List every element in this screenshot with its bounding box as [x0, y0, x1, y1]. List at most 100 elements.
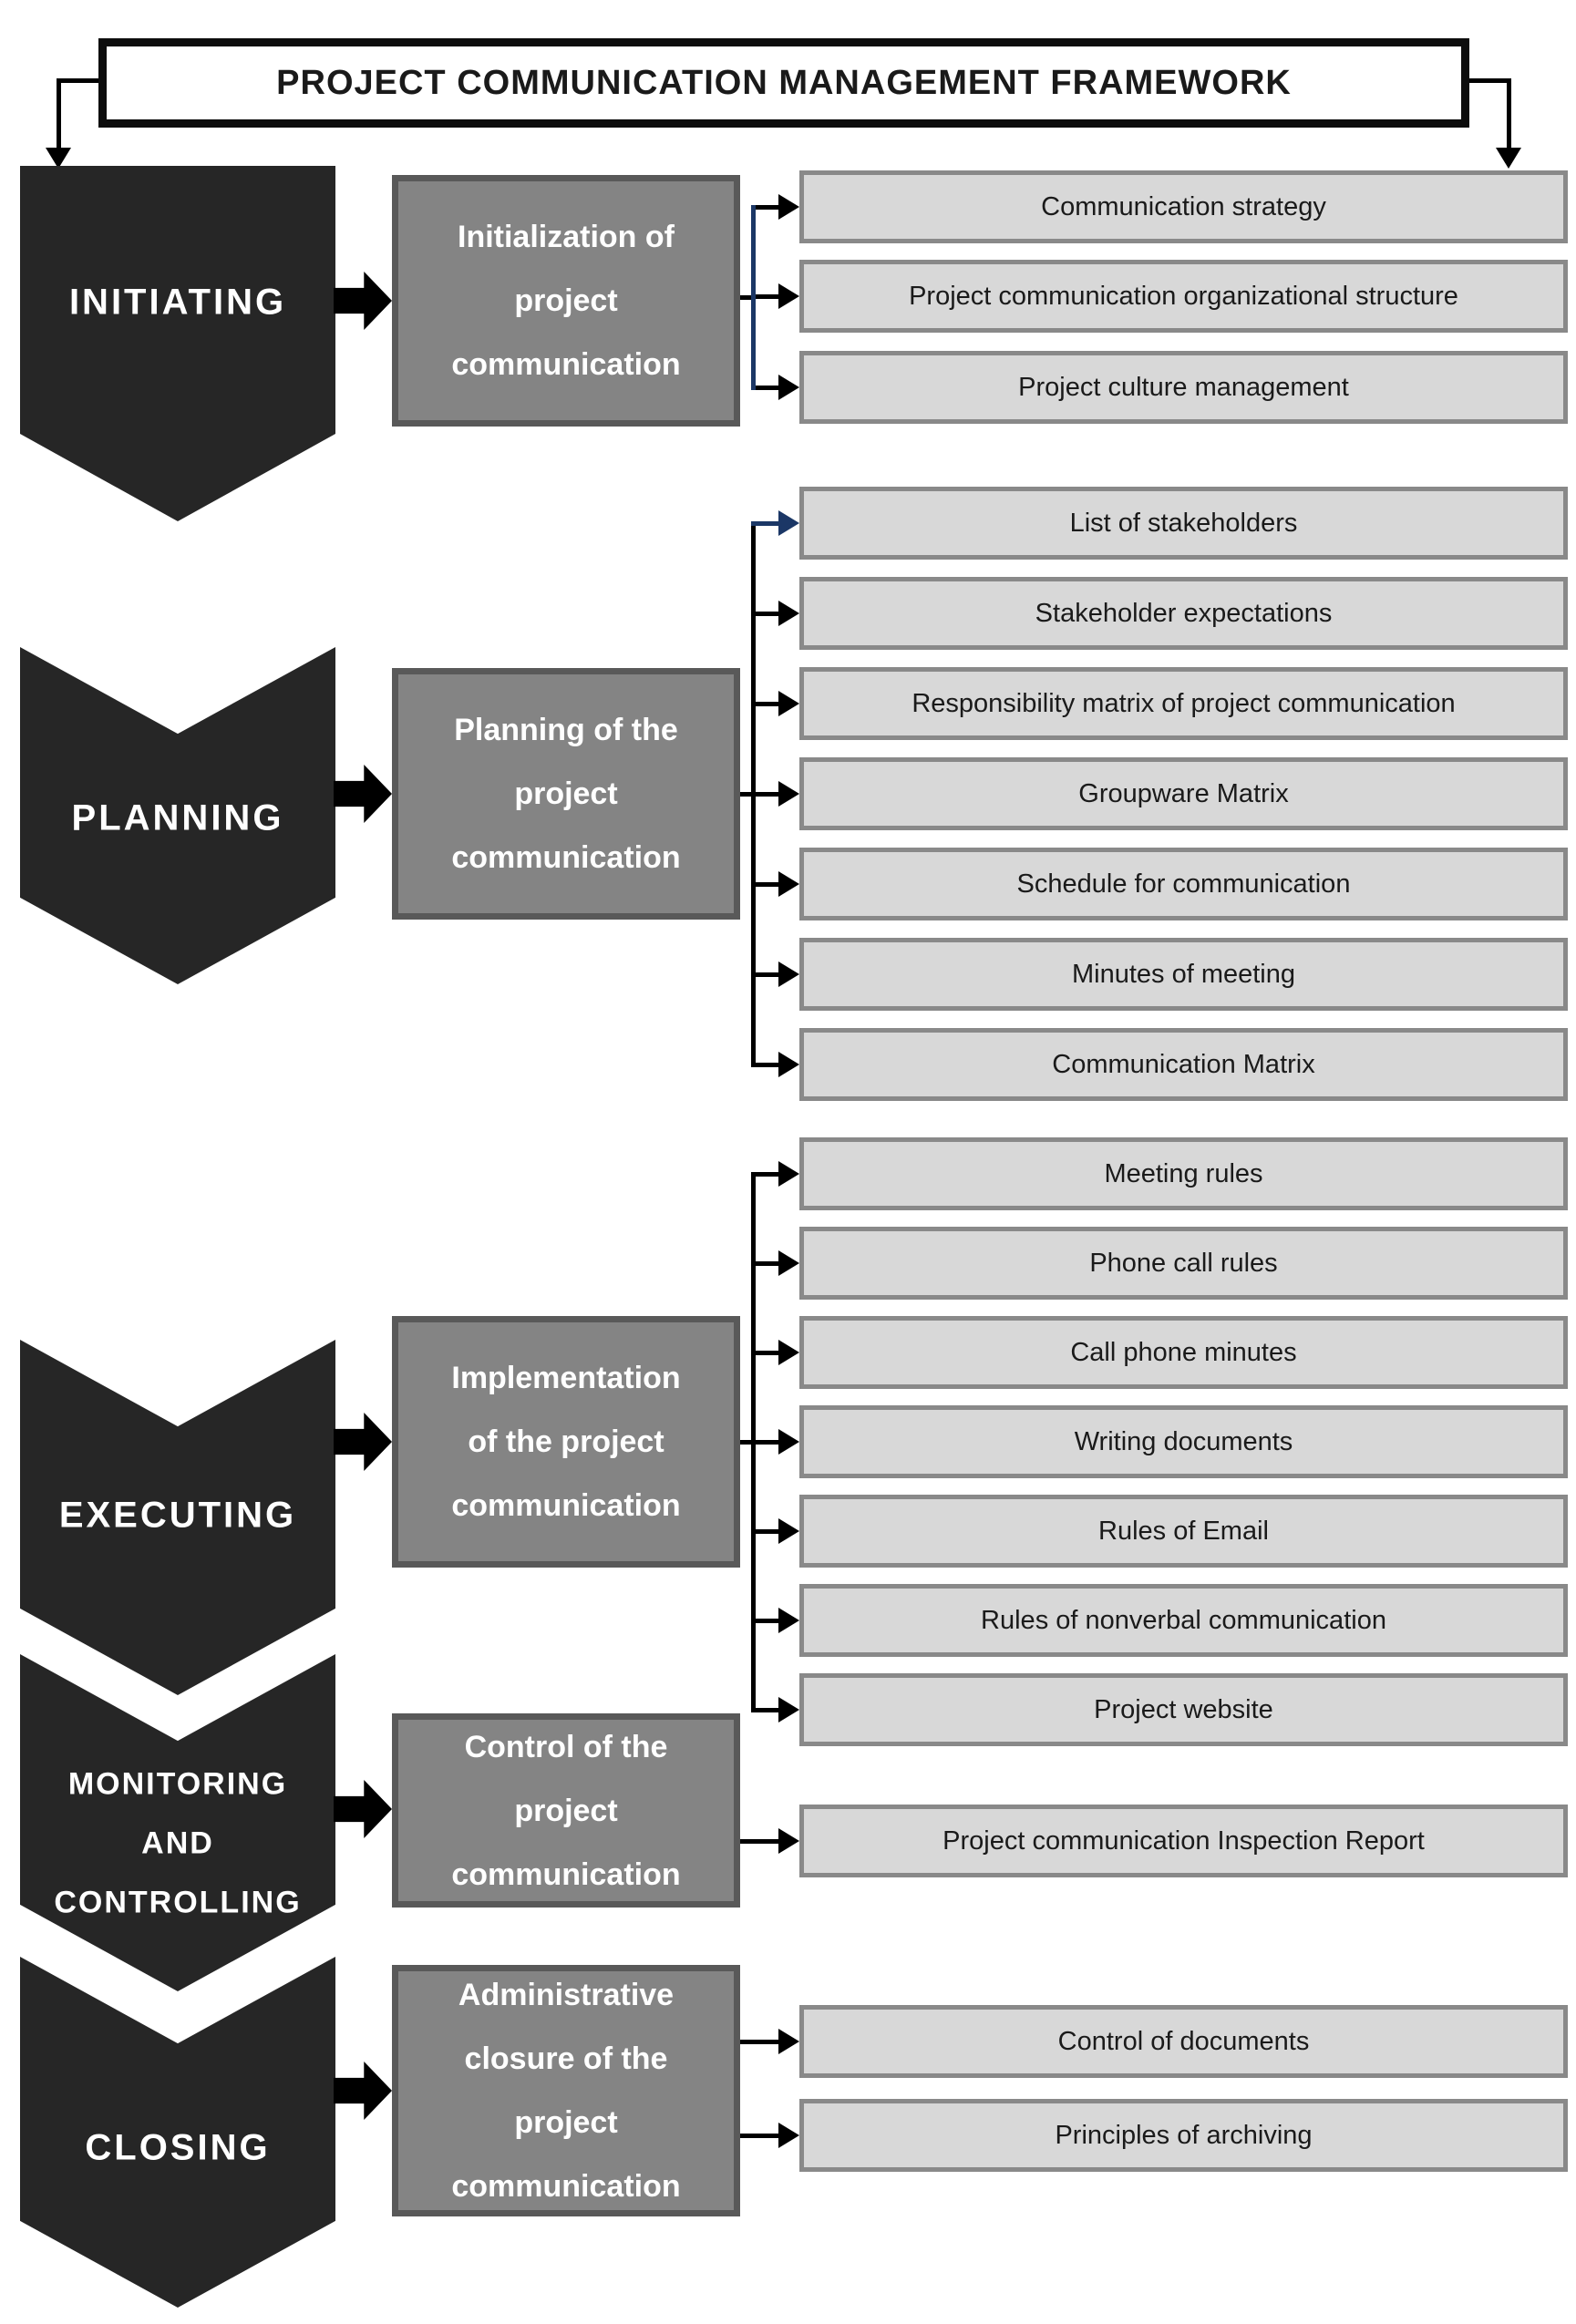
output-box-initiating-1: Project communication organizational str… [799, 260, 1568, 333]
arrow-down-icon [46, 148, 71, 169]
output-label: Minutes of meeting [1071, 959, 1295, 989]
output-label: Phone call rules [1089, 1248, 1278, 1278]
branch-line [751, 1261, 780, 1266]
arrow-right-icon [778, 961, 799, 987]
title-left-connector-vertical [57, 78, 61, 149]
branch-line [740, 2040, 780, 2044]
arrow-right-icon [778, 194, 799, 220]
branch-line [751, 1440, 780, 1445]
arrow-right-icon [778, 1608, 799, 1633]
output-label: Project website [1094, 1694, 1273, 1724]
arrow-right-icon [778, 1518, 799, 1544]
process-box-executing: Implementation of the project communicat… [392, 1316, 740, 1568]
output-label: Control of documents [1057, 2026, 1310, 2056]
output-label: Communication strategy [1041, 191, 1326, 221]
branch-line [751, 702, 780, 706]
branch-line [751, 1351, 780, 1355]
arrow-right-icon [778, 871, 799, 897]
arrow-right-icon [778, 510, 799, 536]
arrow-right-icon [778, 781, 799, 807]
arrow-right-icon [778, 1161, 799, 1187]
output-box-closing-1: Principles of archiving [799, 2099, 1568, 2172]
output-label: Schedule for communication [1016, 869, 1351, 899]
chevron-planning: PLANNING [20, 647, 335, 984]
arrow-right-icon [334, 2062, 392, 2120]
arrow-right-icon [778, 1697, 799, 1722]
phase-label-closing: CLOSING [85, 2127, 271, 2168]
arrow-right-icon [778, 1052, 799, 1077]
process-output-line [740, 295, 756, 300]
output-label: Meeting rules [1104, 1158, 1263, 1188]
branch-line [751, 386, 780, 390]
chevron-closing: CLOSING [20, 1957, 335, 2308]
process-box-planning: Planning of the project communication [392, 668, 740, 920]
output-box-planning-0: List of stakeholders [799, 487, 1568, 560]
phase-label-planning: PLANNING [71, 797, 284, 838]
arrow-right-icon [334, 1780, 392, 1838]
output-label: List of stakeholders [1069, 508, 1298, 538]
arrow-right-icon [334, 1413, 392, 1471]
output-box-initiating-2: Project culture management [799, 351, 1568, 424]
process-label-planning: Planning of the project communication [451, 713, 681, 875]
title-box: PROJECT COMMUNICATION MANAGEMENT FRAMEWO… [98, 38, 1469, 128]
arrow-right-icon [778, 2123, 799, 2148]
branch-line [751, 1063, 780, 1067]
output-box-planning-3: Groupware Matrix [799, 757, 1568, 830]
output-label: Principles of archiving [1055, 2120, 1313, 2150]
branch-line [740, 1839, 780, 1844]
process-box-closing: Administrative closure of the project co… [392, 1965, 740, 2216]
arrow-right-icon [778, 1828, 799, 1854]
arrow-down-icon [1496, 148, 1521, 169]
output-label: Project communication organizational str… [909, 281, 1458, 311]
output-box-executing-1: Phone call rules [799, 1227, 1568, 1300]
output-label: Groupware Matrix [1078, 778, 1289, 808]
chevron-initiating: INITIATING [20, 166, 335, 521]
output-label: Call phone minutes [1070, 1337, 1297, 1367]
output-label: Stakeholder expectations [1035, 598, 1333, 628]
process-label-executing: Implementation of the project communicat… [451, 1361, 681, 1523]
process-box-monitoring-and-controlling: Control of the project communication [392, 1713, 740, 1908]
arrow-right-icon [778, 2029, 799, 2054]
branch-line [751, 882, 780, 887]
output-box-planning-6: Communication Matrix [799, 1028, 1568, 1101]
title-right-connector-vertical [1507, 78, 1511, 149]
output-box-executing-3: Writing documents [799, 1405, 1568, 1478]
chevron-executing: EXECUTING [20, 1340, 335, 1695]
arrow-right-icon [334, 765, 392, 823]
branch-line [751, 1172, 780, 1177]
arrow-right-icon [334, 272, 392, 330]
output-box-executing-0: Meeting rules [799, 1137, 1568, 1210]
branch-line [751, 972, 780, 977]
output-box-executing-5: Rules of nonverbal communication [799, 1584, 1568, 1657]
arrow-right-icon [778, 1250, 799, 1276]
process-label-initiating: Initialization of project communication [451, 220, 681, 382]
branch-line [751, 1619, 780, 1623]
title-right-connector-horizontal [1469, 78, 1511, 83]
output-box-planning-5: Minutes of meeting [799, 938, 1568, 1011]
arrow-right-icon [778, 375, 799, 400]
output-box-executing-6: Project website [799, 1673, 1568, 1746]
output-box-executing-4: Rules of Email [799, 1495, 1568, 1568]
phase-label-initiating: INITIATING [68, 282, 287, 323]
output-box-closing-0: Control of documents [799, 2005, 1568, 2078]
branch-vertical-line [751, 1172, 756, 1712]
branch-line [751, 205, 780, 210]
arrow-right-icon [778, 1429, 799, 1455]
diagram-title: PROJECT COMMUNICATION MANAGEMENT FRAMEWO… [276, 63, 1292, 102]
output-label: Writing documents [1074, 1426, 1293, 1456]
arrow-right-icon [778, 283, 799, 309]
output-box-monitoring-and-controlling-0: Project communication Inspection Report [799, 1805, 1568, 1877]
phase-label-executing: EXECUTING [58, 1495, 297, 1536]
output-label: Responsibility matrix of project communi… [912, 688, 1456, 718]
branch-line [740, 2134, 780, 2138]
branch-vertical-line [751, 205, 756, 390]
process-label-closing: Administrative closure of the project co… [451, 1978, 681, 2204]
branch-vertical-line [751, 521, 756, 1067]
branch-line [751, 1529, 780, 1534]
output-label: Rules of Email [1098, 1516, 1269, 1546]
arrow-right-icon [778, 691, 799, 716]
process-label-monitoring-and-controlling: Control of the project communication [451, 1729, 681, 1892]
output-box-planning-1: Stakeholder expectations [799, 577, 1568, 650]
output-label: Project communication Inspection Report [943, 1825, 1425, 1856]
